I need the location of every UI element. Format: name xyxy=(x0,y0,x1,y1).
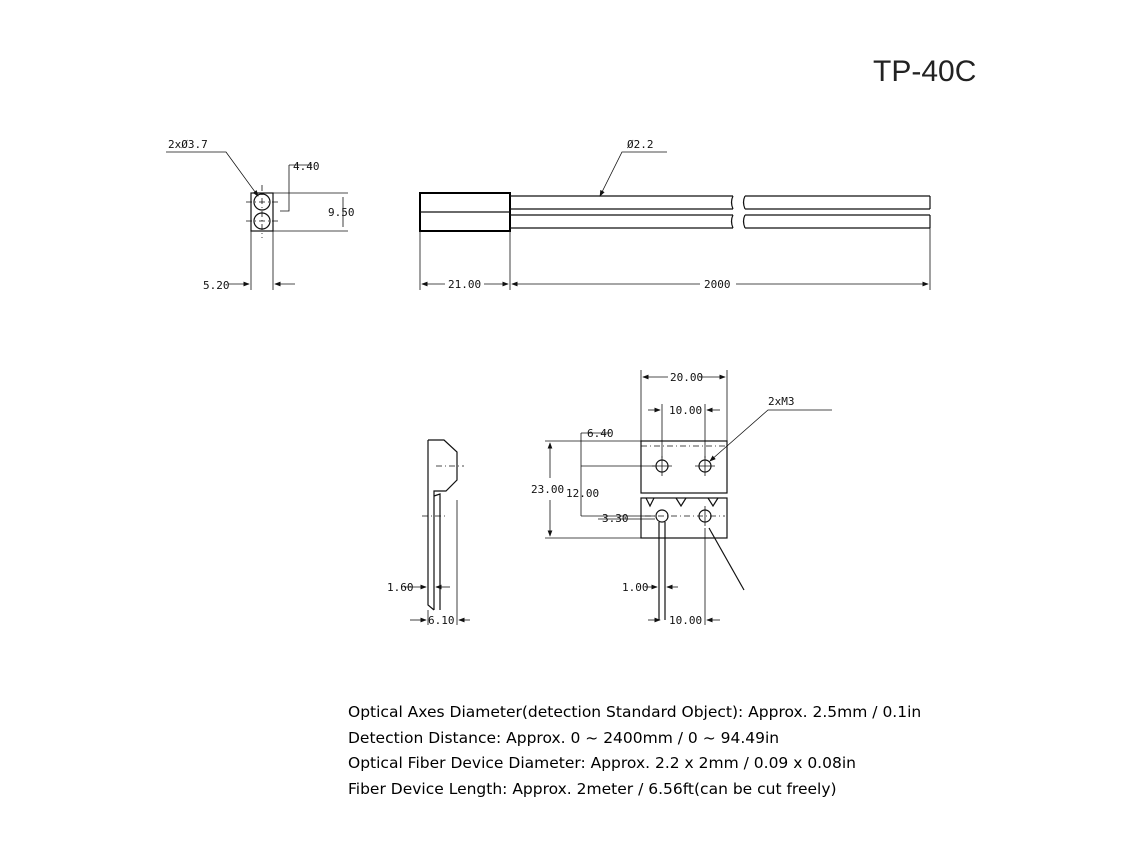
dim-9-50: 9.50 xyxy=(328,206,355,219)
model-title: TP-40C xyxy=(873,55,977,88)
spec-line: Fiber Device Length: Approx. 2meter / 6.… xyxy=(348,779,837,798)
spec-line: Optical Fiber Device Diameter: Approx. 2… xyxy=(348,754,856,772)
dim-12-00: 12.00 xyxy=(566,487,599,500)
dim-23-00: 23.00 xyxy=(531,483,564,496)
dim-screws: 2xM3 xyxy=(768,395,795,408)
dim-3-30: 3.30 xyxy=(602,512,629,525)
dim-6-40: 6.40 xyxy=(587,427,614,440)
dim-5-20: 5.20 xyxy=(203,279,230,292)
dim-holes: 2xØ3.7 xyxy=(168,138,208,151)
dim-4-40: 4.40 xyxy=(293,160,320,173)
dim-1-00: 1.00 xyxy=(622,581,649,594)
dim-1-60: 1.60 xyxy=(387,581,414,594)
bracket-profile: 1.60 6.10 xyxy=(387,439,470,627)
side-view: Ø2.2 21.00 2000 xyxy=(419,138,931,291)
spec-line: Optical Axes Diameter(detection Standard… xyxy=(348,703,922,721)
dim-10-00-top: 10.00 xyxy=(669,404,702,417)
bracket-front: 20.00 10.00 2xM3 6.40 23.00 12.00 3.30 1… xyxy=(531,370,832,627)
dim-6-10: 6.10 xyxy=(428,614,455,627)
technical-drawing: 2xØ3.7 4.40 9.50 5.20 Ø2 xyxy=(166,138,931,627)
spec-line: Detection Distance: Approx. 0 ~ 2400mm /… xyxy=(348,728,780,747)
dim-20-00: 20.00 xyxy=(670,371,703,384)
dim-2000: 2000 xyxy=(704,278,731,291)
end-view: 2xØ3.7 4.40 9.50 5.20 xyxy=(166,138,355,292)
dim-10-00-bottom: 10.00 xyxy=(669,614,702,627)
dim-21-00: 21.00 xyxy=(448,278,481,291)
dim-fiber-dia: Ø2.2 xyxy=(627,138,654,151)
spec-list: Optical Axes Diameter(detection Standard… xyxy=(348,700,921,802)
